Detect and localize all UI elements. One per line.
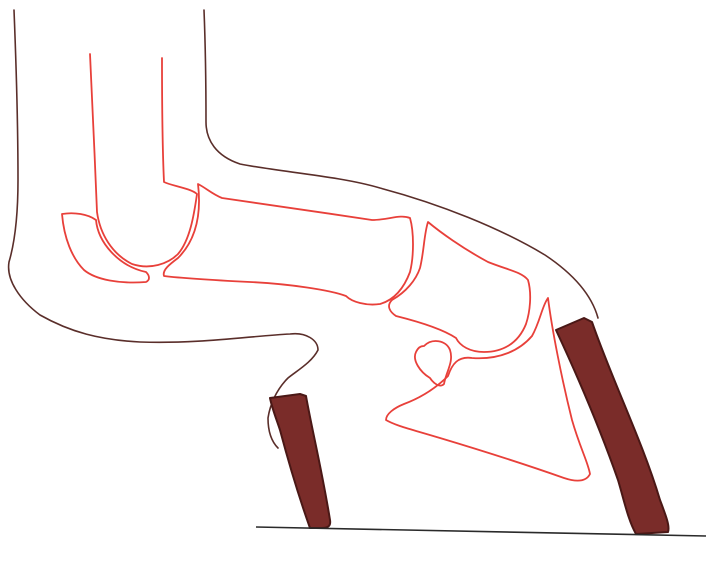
long-pastern-bone: [164, 184, 413, 305]
front-outline: [204, 10, 598, 318]
coffin-bone: [386, 298, 590, 481]
heel-support-block: [270, 394, 330, 528]
sesamoid-bone: [62, 213, 149, 282]
leg-and-hoof-outline: [9, 10, 318, 448]
short-pastern-bone: [389, 222, 530, 352]
cannon-bone: [90, 54, 197, 266]
